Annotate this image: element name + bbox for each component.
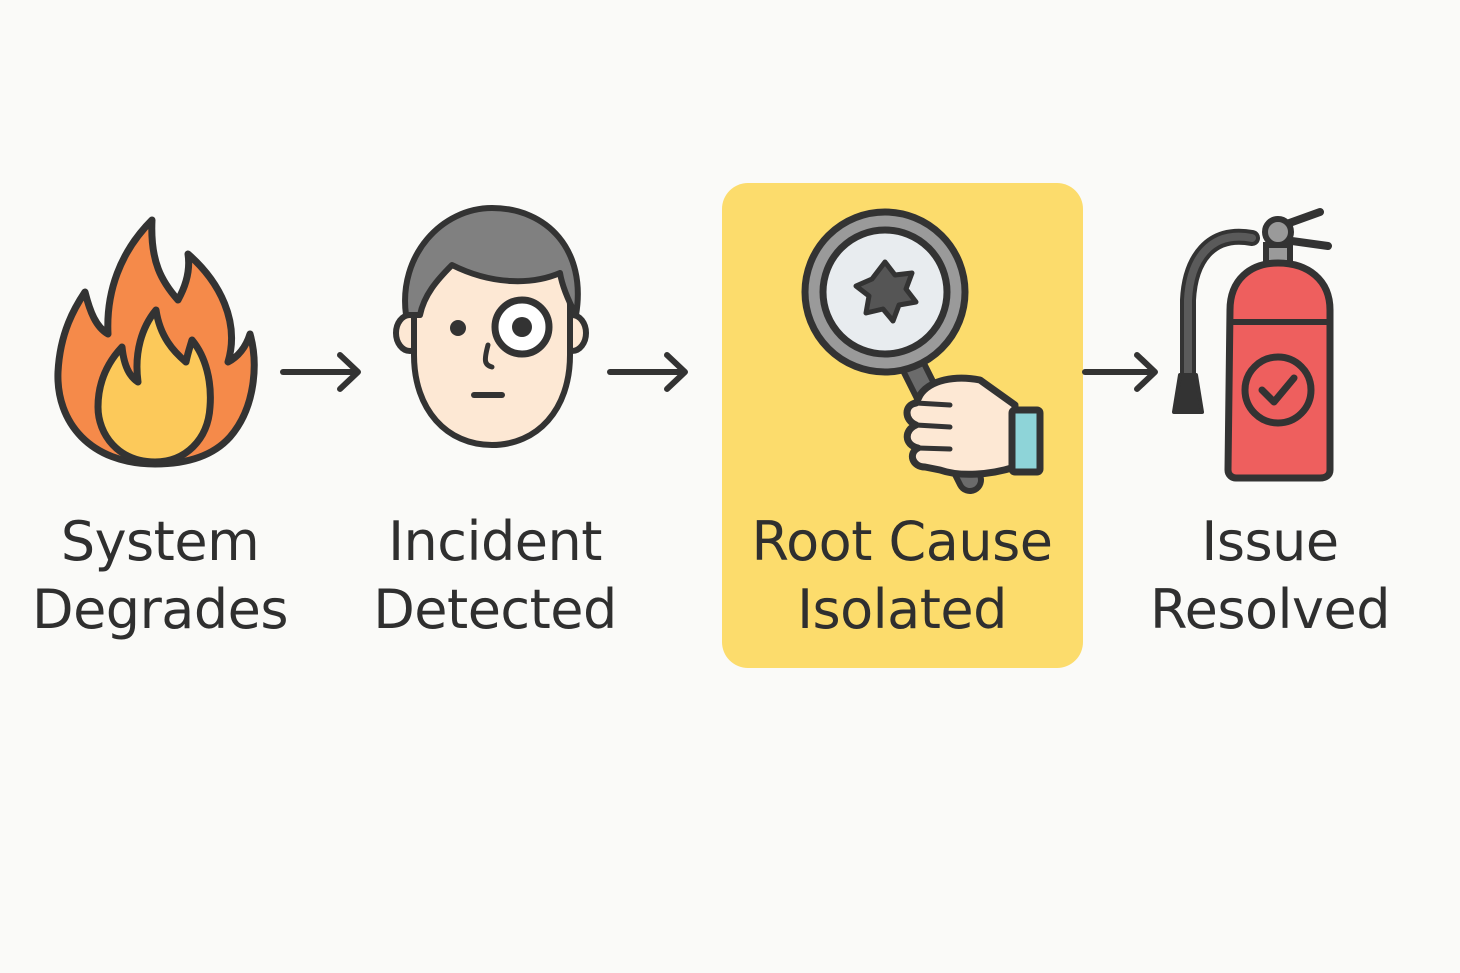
step-label-line1: Incident [388, 510, 602, 573]
arrow-right-icon [280, 352, 361, 392]
step-label-incident-detected: Incident Detected [355, 508, 635, 644]
step-label-line2: Isolated [797, 578, 1007, 641]
step-label-line1: Issue [1201, 510, 1339, 573]
fire-extinguisher-icon [1172, 208, 1334, 482]
step-label-issue-resolved: Issue Resolved [1130, 508, 1410, 644]
step-label-line1: Root Cause [751, 510, 1053, 573]
step-label-line2: Detected [373, 578, 617, 641]
arrow-right-icon [1082, 352, 1158, 392]
step-label-line2: Degrades [31, 578, 289, 641]
step-label-system-degrades: System Degrades [20, 508, 300, 644]
magnifying-glass-icon [801, 208, 1044, 494]
fire-icon [54, 216, 258, 468]
step-label-line1: System [60, 510, 260, 573]
arrow-right-icon [607, 352, 688, 392]
step-label-line2: Resolved [1150, 578, 1390, 641]
step-label-root-cause-isolated: Root Cause Isolated [732, 508, 1072, 644]
monocle-person-icon [393, 205, 589, 449]
